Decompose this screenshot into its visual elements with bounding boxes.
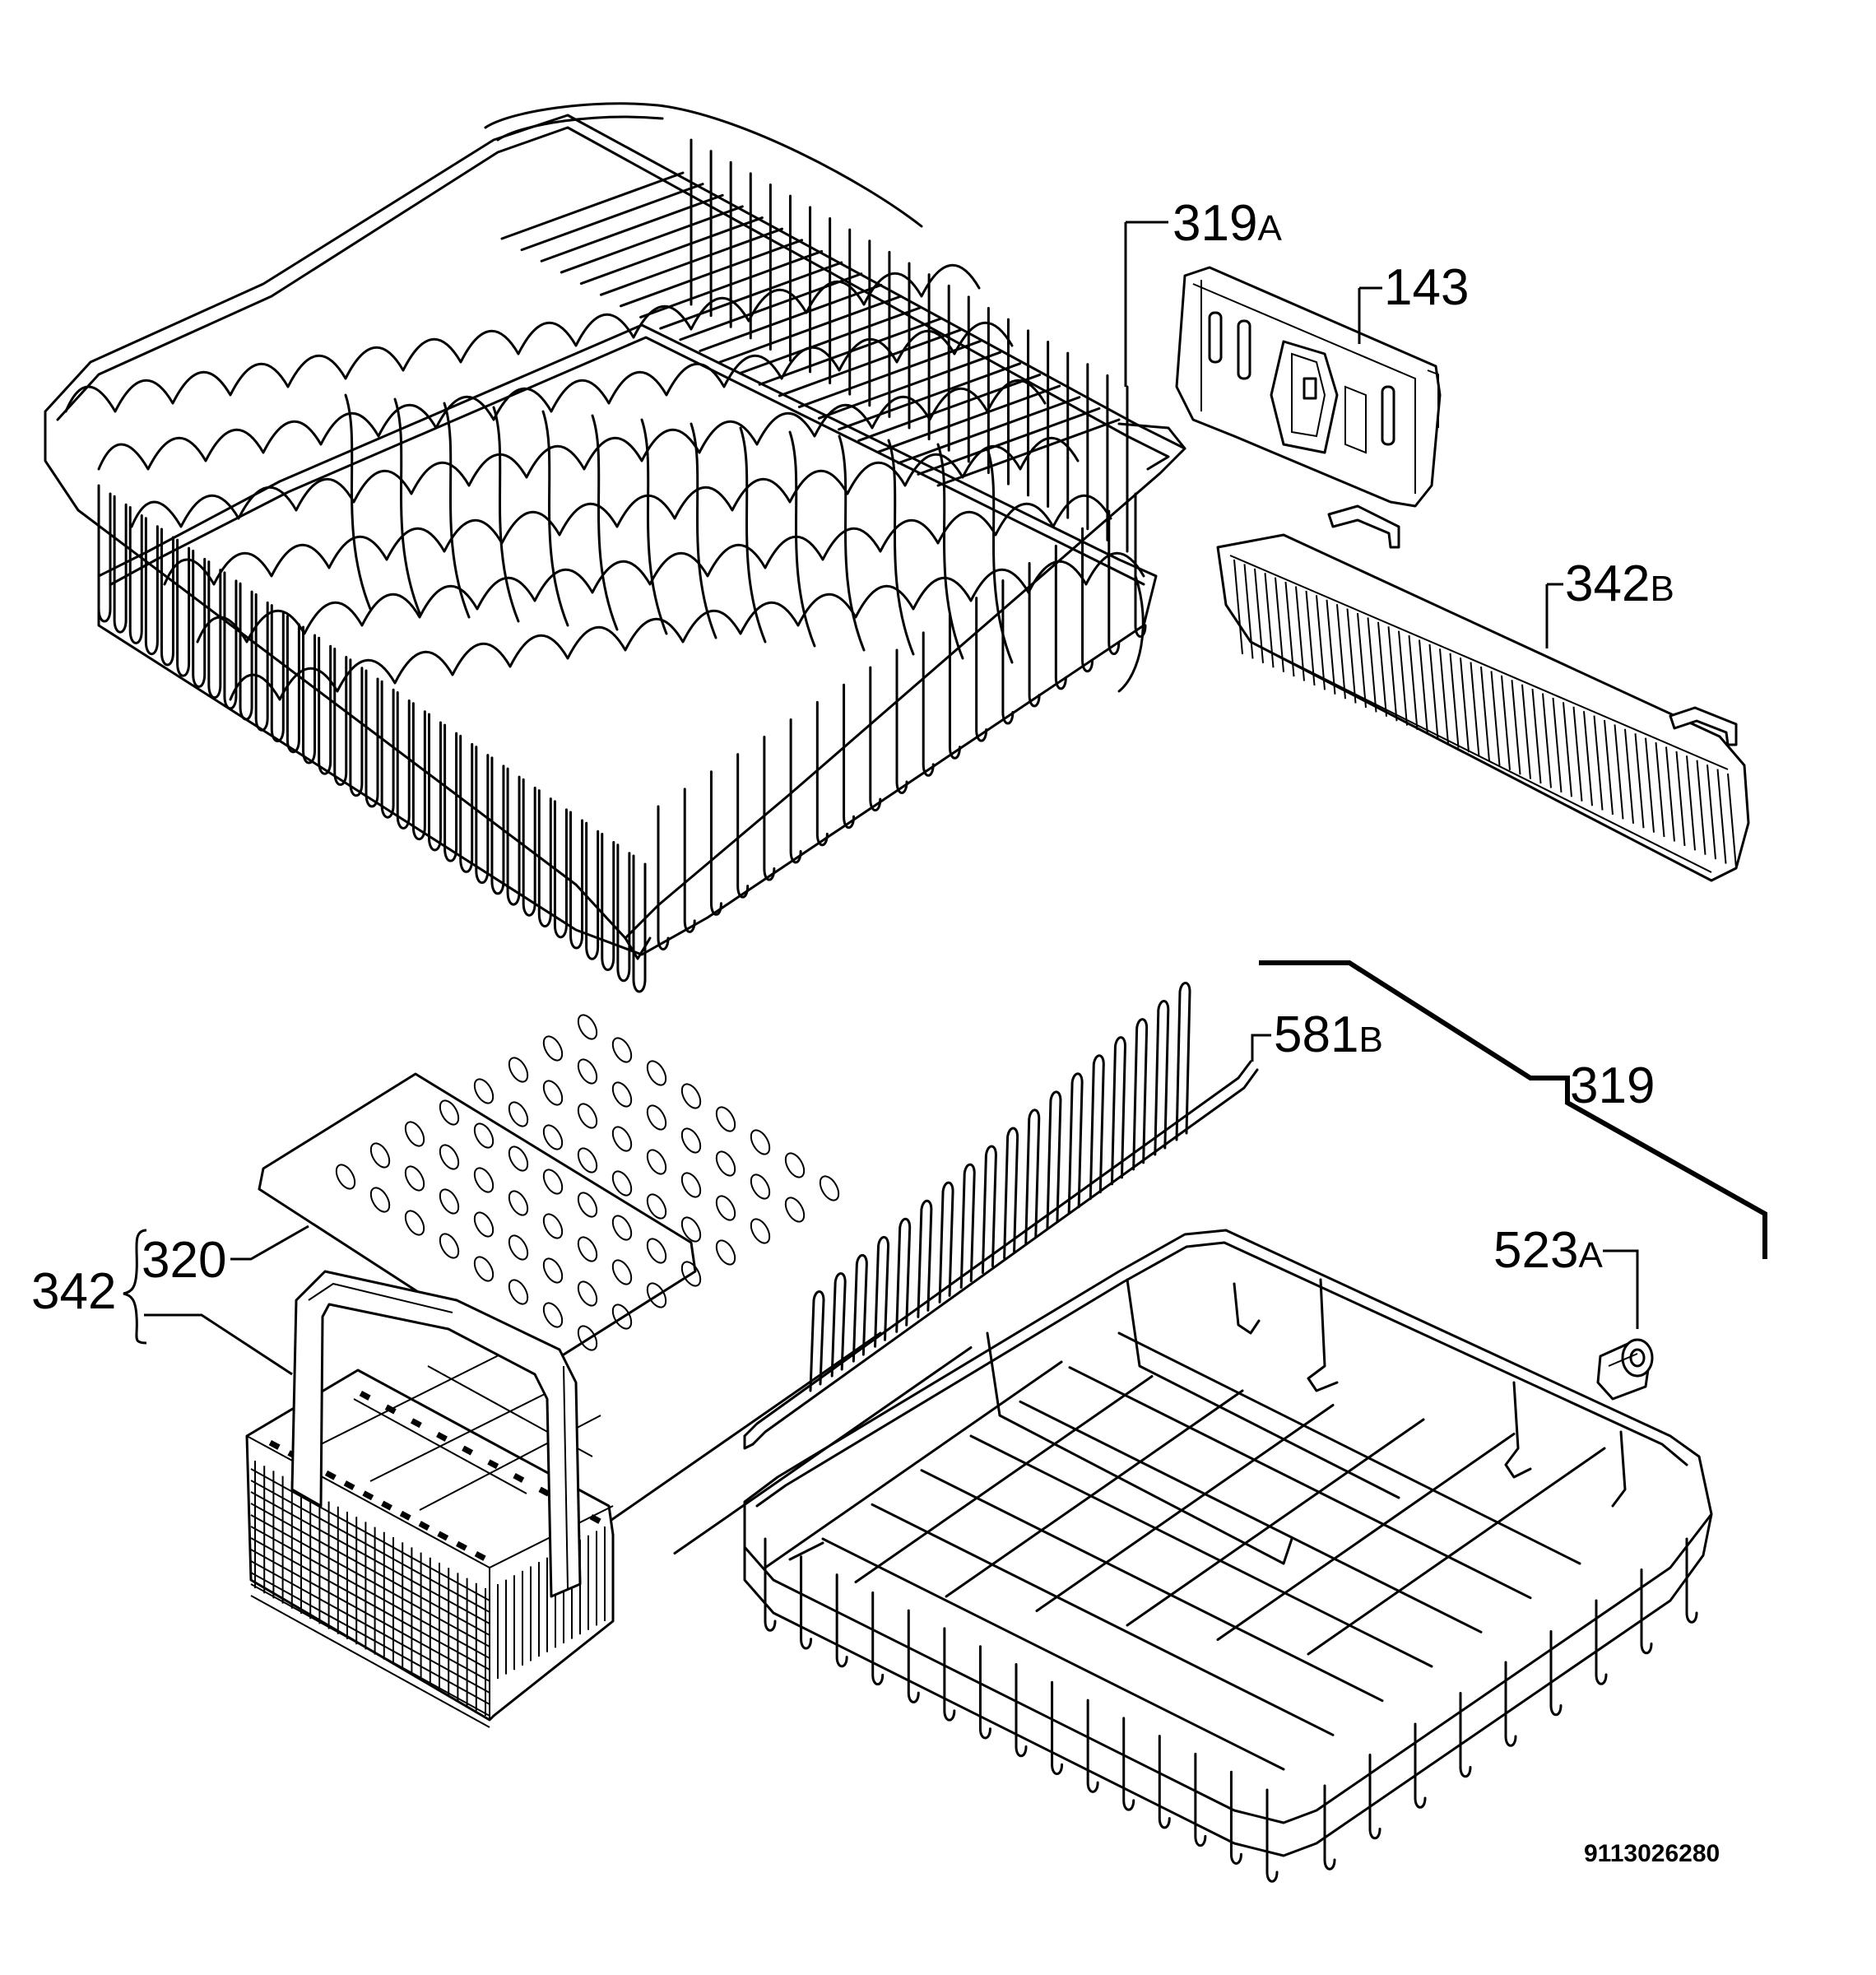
callout-143-number: 143	[1384, 259, 1469, 316]
upper-basket-drawing	[44, 102, 1186, 993]
callout-523a-number: 523	[1493, 1222, 1578, 1279]
callout-320: 320	[142, 1224, 309, 1289]
callout-581b-number: 581	[1274, 1006, 1358, 1063]
callout-319: 319	[1259, 960, 1767, 1259]
callout-342b: 342B	[1545, 555, 1674, 648]
svg-text:581B: 581B	[1274, 1006, 1383, 1063]
callout-581b: 581B	[1251, 1006, 1383, 1063]
callout-319-number: 319	[1570, 1057, 1655, 1114]
callout-523a-suffix: A	[1578, 1235, 1603, 1276]
callout-319a-number: 319	[1172, 195, 1257, 252]
svg-text:319A: 319A	[1172, 195, 1282, 252]
callout-319a-suffix: A	[1257, 208, 1282, 249]
cutlery-basket-drawing	[245, 1270, 615, 1728]
callout-581b-suffix: B	[1358, 1020, 1382, 1060]
tine-row-581b	[743, 982, 1259, 1450]
callout-320-number: 320	[142, 1232, 226, 1289]
callout-342: 342	[31, 1229, 293, 1376]
callout-342b-suffix: B	[1650, 569, 1674, 609]
wheel-part-523a	[1596, 1338, 1654, 1401]
lower-basket-drawing	[583, 1229, 1713, 1883]
callout-342-number: 342	[31, 1263, 116, 1320]
svg-text:523A: 523A	[1493, 1222, 1603, 1279]
callout-523a: 523A	[1493, 1222, 1639, 1329]
diagram-code: 9113026280	[1584, 1840, 1720, 1867]
callout-143: 143	[1358, 259, 1469, 344]
callout-342b-number: 342	[1565, 555, 1650, 612]
cup-shelf-342b	[1216, 504, 1750, 882]
rail-part-143	[1175, 266, 1442, 508]
callout-319a: 319A	[1124, 195, 1282, 387]
cutlery-lid-320	[258, 1014, 840, 1372]
svg-text:342B: 342B	[1565, 555, 1674, 612]
